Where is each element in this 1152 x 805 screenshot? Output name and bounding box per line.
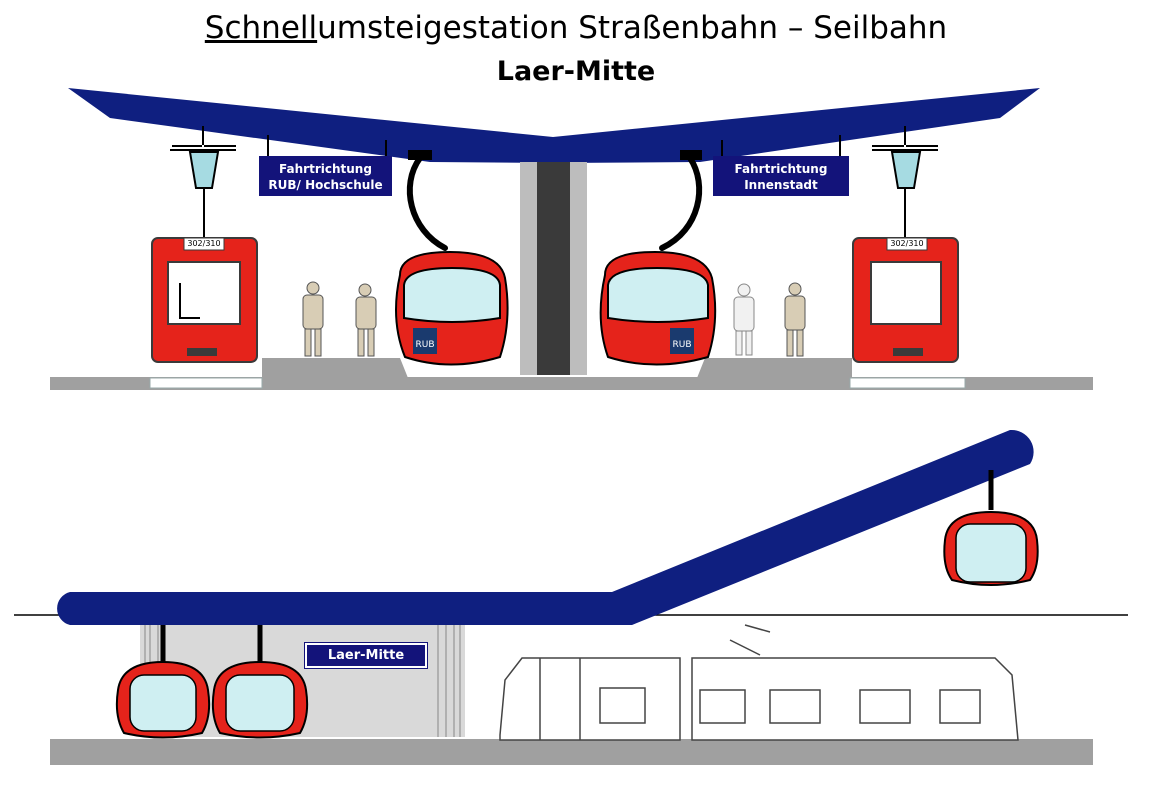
right-platform [697,358,852,378]
lower-platform [50,739,1093,765]
climbing-gondola [943,470,1039,586]
right-gondola [599,250,717,366]
direction-sign-innenstadt: Fahrtrichtung Innenstadt [713,156,849,196]
right-gondola-hanger [659,155,703,251]
station-title: Laer-Mitte [496,56,656,87]
station-roof [68,88,1040,163]
right-tram-route-display: 302/310 [890,239,924,248]
title-rest: umsteigestation Straßenbahn – Seilbahn [317,10,948,46]
left-platform [262,358,408,378]
sign-line-1: Fahrtrichtung [279,162,372,176]
lower-gondola-2 [211,625,309,739]
cable-beam [57,429,1034,625]
diagram-title: Schnellumsteigestation Straßenbahn – Sei… [0,10,1152,46]
direction-sign-rub: Fahrtrichtung RUB/ Hochschule [259,156,392,196]
title-underlined-part: Schnell [204,10,318,46]
passenger [355,283,377,357]
right-tram-front [849,237,966,389]
passenger [733,283,755,356]
track-platform [50,377,1093,390]
sign-line-2: Innenstadt [744,178,818,192]
left-gondola-hanger [406,155,448,251]
sign-line-1: Fahrtrichtung [734,162,828,176]
left-tram-route-display: 302/310 [187,239,221,248]
right-gondola-logo: RUB [672,340,692,350]
passenger [302,281,324,357]
sign-line-2: RUB/ Hochschule [268,178,383,192]
lower-gondola-1 [115,625,211,739]
left-gondola-logo: RUB [415,340,435,350]
right-pantograph [872,126,938,238]
left-pantograph [170,126,236,238]
left-tram-front [149,237,263,389]
station-name-sign: Laer-Mitte [304,642,428,669]
left-gondola [395,250,509,366]
central-pillar-dark [537,162,570,375]
passenger [784,282,806,357]
tram-side-view [499,624,1019,741]
